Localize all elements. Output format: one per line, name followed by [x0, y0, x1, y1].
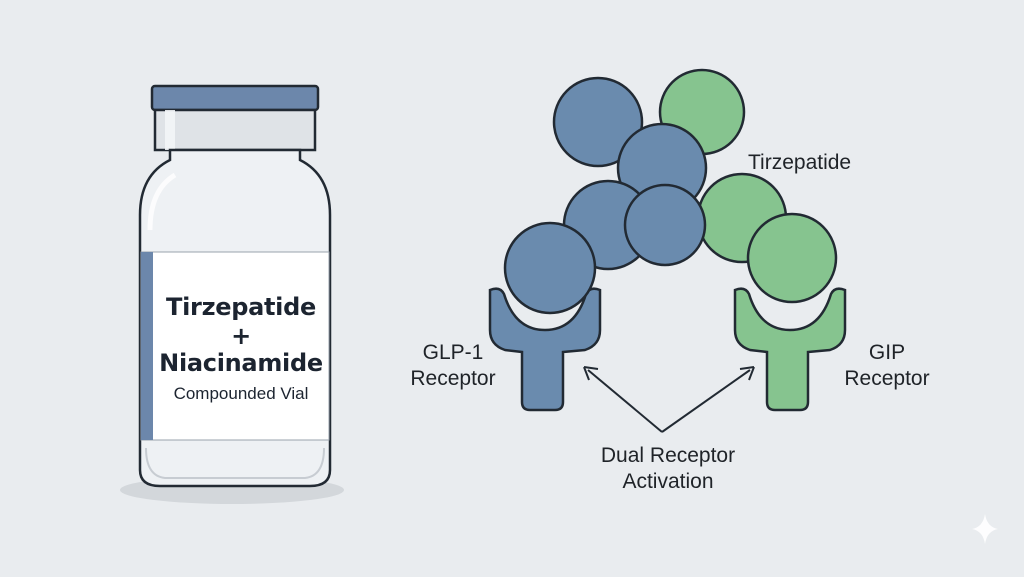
vial-label-subtitle: Compounded Vial — [173, 384, 309, 403]
gip-receptor-shape — [733, 287, 847, 412]
glp1-label-line1: GLP-1 — [422, 341, 484, 364]
activation-arrows — [583, 366, 755, 433]
molecule-bead-green-bottom — [746, 212, 838, 304]
vial-label-panel — [140, 251, 330, 441]
vial-label-line1: Tirzepatide — [166, 293, 316, 321]
activation-label: Dual Receptor Activation — [580, 443, 756, 495]
glp1-receptor-shape — [488, 287, 602, 412]
glp1-label: GLP-1 Receptor — [398, 340, 508, 392]
vial-glare — [147, 172, 177, 231]
tirzepatide-label: Tirzepatide — [748, 151, 852, 174]
sparkle-icon — [972, 514, 998, 544]
tirzepatide-molecule — [503, 68, 838, 315]
vial-neck — [153, 108, 317, 152]
vial — [138, 84, 332, 488]
gip-label: GIP Receptor — [832, 340, 942, 392]
molecule-bead-blue-inner — [623, 183, 707, 267]
vial-label-stripe — [141, 252, 153, 440]
arrowhead-gip-icon — [739, 366, 755, 381]
arrowhead-glp1-icon — [583, 366, 599, 381]
vial-neck-highlight — [165, 110, 175, 150]
vial-label-plus: + — [231, 322, 251, 350]
molecule-bead-blue-bottom — [503, 221, 597, 315]
arrow-to-gip — [661, 369, 751, 433]
vial-cap — [150, 84, 320, 112]
gip-label-line1: GIP — [868, 341, 906, 364]
glp1-label-line2: Receptor — [410, 367, 496, 390]
molecule-bead-blue-top — [552, 76, 644, 168]
receptors — [488, 287, 847, 412]
activation-label-line2: Activation — [622, 470, 714, 493]
activation-label-line1: Dual Receptor — [600, 444, 736, 467]
vial-label-line3: Niacinamide — [159, 349, 323, 377]
arrow-to-glp1 — [587, 369, 663, 433]
gip-label-line2: Receptor — [844, 367, 930, 390]
vial-bottom-reflection — [145, 447, 325, 479]
